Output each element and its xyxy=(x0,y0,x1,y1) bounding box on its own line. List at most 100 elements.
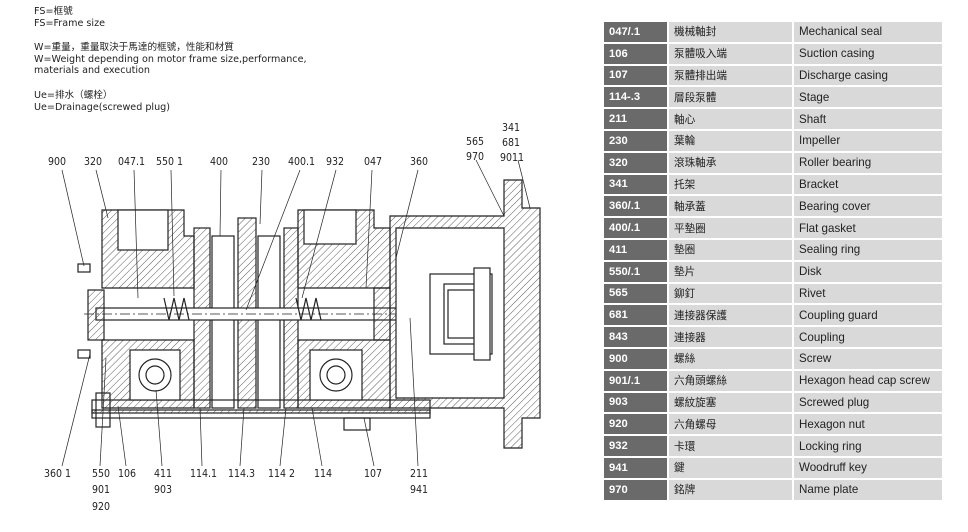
part-name-zh: 泵體吸入端 xyxy=(668,42,794,66)
note-drainage: Ue=排水（螺栓） Ue=Drainage(screwed plug) xyxy=(34,90,394,113)
pump-sectional-drawing: 900 320 047.1 550 1 400 230 400.1 932 04… xyxy=(34,118,594,528)
part-name-en: Name plate xyxy=(793,478,942,502)
part-name-en: Screwed plug xyxy=(793,391,942,415)
callout-970: 970 xyxy=(466,151,485,163)
part-name-en: Locking ring xyxy=(793,435,942,458)
callout-550: 550 xyxy=(92,468,111,480)
callout-360: 360 xyxy=(410,156,429,168)
part-name-en: Sealing ring xyxy=(793,238,942,262)
bolt-bottom xyxy=(77,349,91,359)
note-line: W=重量，重量取決于馬達的框號，性能和材質 xyxy=(34,42,234,54)
note-frame-size: FS=框號 FS=Frame size xyxy=(34,6,394,29)
part-name-zh: 連接器保護 xyxy=(668,304,794,328)
bolt-top xyxy=(77,263,91,273)
note-line: materials and execution xyxy=(34,65,150,77)
note-line: FS=框號 xyxy=(34,6,73,17)
part-name-zh: 銘牌 xyxy=(668,478,794,502)
part-name-zh: 螺絲 xyxy=(668,347,794,371)
part-name-en: Discharge casing xyxy=(793,64,942,88)
foot-right xyxy=(343,417,371,431)
callout-9011: 9011 xyxy=(500,152,525,164)
callout-901: 901 xyxy=(92,484,111,496)
callout-550-1: 550 1 xyxy=(156,156,184,168)
mechanical-seal-right xyxy=(295,297,322,321)
part-name-zh: 墊圈 xyxy=(668,238,794,262)
callout-941: 941 xyxy=(410,484,429,496)
part-number: 230 xyxy=(604,129,669,153)
part-name-zh: 鍵 xyxy=(668,456,794,480)
part-number: 211 xyxy=(604,108,669,131)
part-number: 047/.1 xyxy=(604,22,669,44)
part-name-zh: 軸心 xyxy=(668,108,794,131)
callout-107: 107 xyxy=(364,468,383,480)
note-weight: W=重量，重量取決于馬達的框號，性能和材質 W=Weight depending… xyxy=(34,42,394,77)
part-number: 400/.1 xyxy=(604,217,669,240)
callout-400-1: 400.1 xyxy=(288,156,316,168)
bearing-cover-left xyxy=(87,289,105,341)
callout-903: 903 xyxy=(154,484,173,496)
part-name-zh: 滾珠軸承 xyxy=(668,151,794,175)
part-name-en: Hexagon nut xyxy=(793,413,942,437)
part-number: 941 xyxy=(604,456,669,480)
part-number: 341 xyxy=(604,173,669,197)
part-name-zh: 葉輪 xyxy=(668,129,794,153)
part-number: 550/.1 xyxy=(604,260,669,284)
part-name-zh: 軸承蓋 xyxy=(668,195,794,219)
callout-211: 211 xyxy=(410,468,429,480)
part-number: 565 xyxy=(604,282,669,306)
part-name-en: Rivet xyxy=(793,282,942,306)
mechanical-seal-left xyxy=(163,297,190,321)
part-name-en: Hexagon head cap screw xyxy=(793,369,942,393)
callout-114-3: 114.3 xyxy=(228,468,256,480)
notes-block: FS=框號 FS=Frame size W=重量，重量取決于馬達的框號，性能和材… xyxy=(34,6,394,126)
part-name-en: Bearing cover xyxy=(793,195,942,219)
callout-114-2: 114 2 xyxy=(268,468,296,480)
part-number: 900 xyxy=(604,347,669,371)
part-name-en: Woodruff key xyxy=(793,456,942,480)
part-name-en: Mechanical seal xyxy=(793,22,942,44)
part-name-en: Flat gasket xyxy=(793,217,942,240)
callout-114-1: 114.1 xyxy=(190,468,218,480)
part-number: 901/.1 xyxy=(604,369,669,393)
part-name-en: Screw xyxy=(793,347,942,371)
callout-047-1: 047.1 xyxy=(118,156,146,168)
part-name-zh: 六角頭螺絲 xyxy=(668,369,794,393)
part-name-en: Impeller xyxy=(793,129,942,153)
part-name-en: Coupling guard xyxy=(793,304,942,328)
part-number: 681 xyxy=(604,304,669,328)
note-line: FS=Frame size xyxy=(34,17,106,29)
part-name-zh: 鉚釘 xyxy=(668,282,794,306)
note-line: Ue=排水（螺栓） xyxy=(34,89,113,101)
callout-360-1: 360 1 xyxy=(44,468,72,480)
pump-section-svg xyxy=(61,159,541,467)
part-name-zh: 平墊圈 xyxy=(668,217,794,240)
part-name-en: Roller bearing xyxy=(793,151,942,175)
callout-565: 565 xyxy=(466,136,485,148)
callout-320: 320 xyxy=(84,156,103,168)
part-name-en: Disk xyxy=(793,260,942,284)
part-number: 411 xyxy=(604,238,669,262)
part-name-zh: 機械軸封 xyxy=(668,22,794,44)
callout-230: 230 xyxy=(252,156,271,168)
part-name-zh: 連接器 xyxy=(668,326,794,349)
part-number: 932 xyxy=(604,435,669,458)
callout-106: 106 xyxy=(118,468,137,480)
